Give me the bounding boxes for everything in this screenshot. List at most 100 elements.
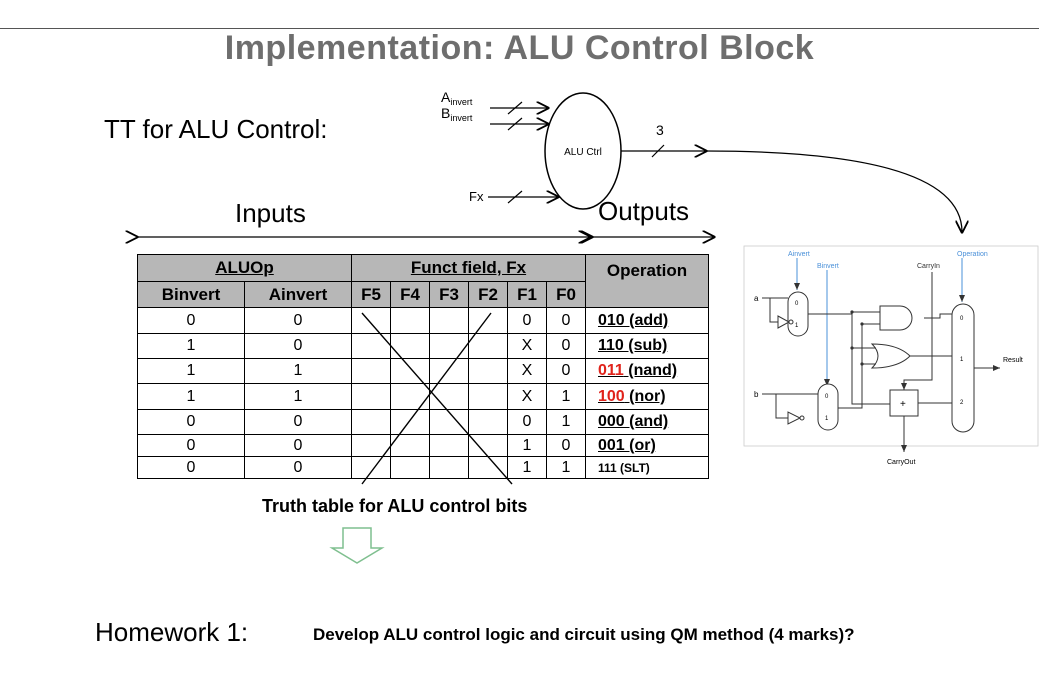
cell-f0: 0 xyxy=(546,333,586,359)
junction-4 xyxy=(860,362,864,366)
cell-f1: X xyxy=(507,333,547,359)
inverter-a-icon xyxy=(777,315,791,329)
table-row: 1 1 X 0 011 (nand) xyxy=(137,358,709,384)
binvert-slash xyxy=(507,117,523,131)
ainvert-slash xyxy=(507,101,523,115)
cell-ainvert: 0 xyxy=(244,409,352,435)
alu-circuit: Ainvert Binvert CarryIn Operation a b Re… xyxy=(743,245,1039,466)
table-row: 1 1 X 1 100 (nor) xyxy=(137,383,709,410)
cell-operation: 001 (or) xyxy=(585,434,709,457)
group-header-aluop: ALUOp xyxy=(137,254,352,282)
a-gate-wires xyxy=(852,311,880,349)
cell-f1: 1 xyxy=(507,434,547,457)
mux-result-in1: 1 xyxy=(960,357,964,363)
table-row: 1 0 X 0 110 (sub) xyxy=(137,333,709,359)
cell-operation: 111 (SLT) xyxy=(585,456,709,479)
cell-operation: 100 (nor) xyxy=(585,383,709,410)
circuit-carryin-label: CarryIn xyxy=(917,263,940,270)
circuit-result-label: Result xyxy=(1003,357,1023,364)
junction-3 xyxy=(860,322,864,326)
cell-binvert: 0 xyxy=(137,456,245,479)
col-header-binvert: Binvert xyxy=(137,281,245,308)
carryin-wire xyxy=(901,272,933,390)
cell-f0: 0 xyxy=(546,358,586,384)
output-slash xyxy=(651,144,665,158)
cell-operation: 010 (add) xyxy=(585,307,709,334)
table-row: 0 0 1 0 001 (or) xyxy=(137,434,709,457)
cell-binvert: 0 xyxy=(137,409,245,435)
mux-result-in2: 2 xyxy=(960,400,964,406)
adder-label: + xyxy=(900,399,906,410)
inputs-label: Inputs xyxy=(235,198,306,228)
cell-binvert: 0 xyxy=(137,434,245,457)
down-arrow-icon xyxy=(329,527,385,564)
table-caption: Truth table for ALU control bits xyxy=(262,496,528,516)
mux-b xyxy=(817,383,839,431)
col-header-f4: F4 xyxy=(390,281,430,308)
circuit-ainvert-label: Ainvert xyxy=(788,251,810,258)
cell-f1: 0 xyxy=(507,409,547,435)
homework-label: Homework 1: xyxy=(95,617,249,647)
cell-operation: 011 (nand) xyxy=(585,358,709,384)
col-header-f2: F2 xyxy=(468,281,508,308)
homework-description: Develop ALU control logic and circuit us… xyxy=(313,625,855,644)
ainvert-input-label: Ainvert xyxy=(441,89,473,107)
outputs-label: Outputs xyxy=(598,196,690,226)
b-inv-wire xyxy=(775,394,788,419)
cell-binvert: 1 xyxy=(137,383,245,410)
fx-input-label: Fx xyxy=(469,189,484,204)
cell-f1: X xyxy=(507,383,547,410)
junction-2 xyxy=(850,346,854,350)
junction-1 xyxy=(850,310,854,314)
ctrl-to-operation-arrow xyxy=(705,150,962,232)
cell-binvert: 1 xyxy=(137,333,245,359)
cell-ainvert: 1 xyxy=(244,358,352,384)
cell-ainvert: 0 xyxy=(244,456,352,479)
inverter-a-bubble xyxy=(788,319,794,325)
col-header-f3: F3 xyxy=(429,281,469,308)
inverter-b-bubble xyxy=(799,415,805,421)
circuit-carryout-label: CarryOut xyxy=(887,459,915,466)
fx-slash xyxy=(507,190,523,204)
cell-binvert: 0 xyxy=(137,307,245,334)
cell-f0: 0 xyxy=(546,434,586,457)
cell-ainvert: 0 xyxy=(244,434,352,457)
mux-result xyxy=(951,303,975,433)
cell-binvert: 1 xyxy=(137,358,245,384)
col-header-f0: F0 xyxy=(546,281,586,308)
slide-title: Implementation: ALU Control Block xyxy=(224,29,815,67)
mux-a xyxy=(787,291,809,337)
mux-result-in0: 0 xyxy=(960,316,964,322)
cell-f0: 0 xyxy=(546,307,586,334)
cell-ainvert: 1 xyxy=(244,383,352,410)
output-width-label: 3 xyxy=(656,122,664,138)
or-gate-icon xyxy=(870,343,911,369)
mux-a-in1: 1 xyxy=(795,323,799,329)
tt-label: TT for ALU Control: xyxy=(104,114,328,144)
cell-f0: 1 xyxy=(546,409,586,435)
mux-a-in0: 0 xyxy=(795,301,799,307)
mux-b-in0: 0 xyxy=(825,394,829,400)
table-row: 0 0 0 1 000 (and) xyxy=(137,409,709,435)
cell-f1: X xyxy=(507,358,547,384)
circuit-binvert-label: Binvert xyxy=(817,263,839,270)
circuit-b-label: b xyxy=(754,390,759,399)
binvert-input-label: Binvert xyxy=(441,105,473,123)
table-row: 0 0 1 1 111 (SLT) xyxy=(137,456,709,479)
cell-ainvert: 0 xyxy=(244,307,352,334)
col-header-f5: F5 xyxy=(351,281,391,308)
cell-ainvert: 0 xyxy=(244,333,352,359)
cell-f1: 1 xyxy=(507,456,547,479)
and-gate-icon xyxy=(879,305,913,331)
circuit-a-label: a xyxy=(754,294,759,303)
col-header-ainvert: Ainvert xyxy=(244,281,352,308)
mux-b-in1: 1 xyxy=(825,416,829,422)
b-bus-wire xyxy=(838,323,880,409)
table-row: 0 0 0 0 010 (add) xyxy=(137,307,709,334)
group-header-operation: Operation xyxy=(585,254,709,308)
inverter-b-icon xyxy=(787,411,802,425)
group-header-funct: Funct field, Fx xyxy=(351,254,586,282)
cell-operation: 110 (sub) xyxy=(585,333,709,359)
cell-f0: 1 xyxy=(546,383,586,410)
